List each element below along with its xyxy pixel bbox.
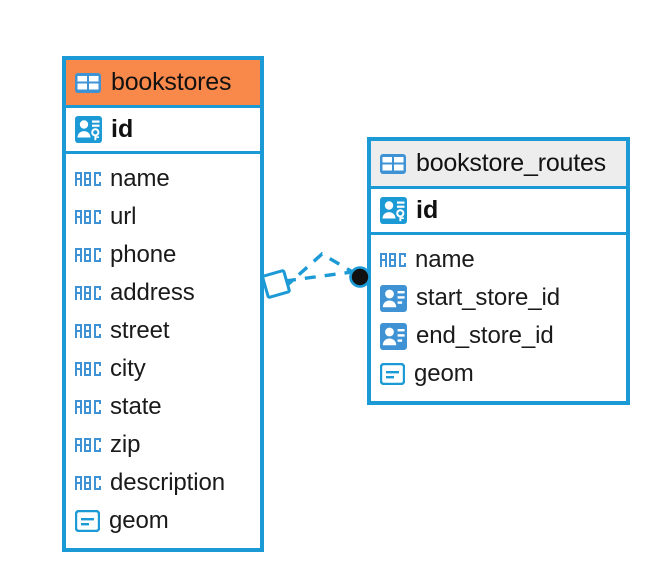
field-label: name [415, 246, 475, 273]
field-row-geom[interactable]: geom [380, 355, 617, 393]
relationship-line-upper [282, 251, 357, 290]
field-label: url [110, 203, 137, 230]
field-label: city [110, 355, 146, 382]
abc-text-icon [75, 400, 101, 414]
diamond-marker [261, 269, 291, 299]
field-row-primary-key[interactable]: id [371, 189, 626, 235]
field-row-geom[interactable]: geom [75, 502, 251, 540]
field-row-address[interactable]: address [75, 274, 251, 312]
field-label: geom [109, 507, 169, 534]
field-label: end_store_id [416, 322, 554, 349]
geometry-icon [75, 510, 100, 532]
abc-text-icon [75, 210, 101, 224]
field-row-state[interactable]: state [75, 388, 251, 426]
field-label: description [110, 469, 225, 496]
field-row-city[interactable]: city [75, 350, 251, 388]
abc-text-icon [75, 172, 101, 186]
abc-text-icon [75, 286, 101, 300]
table-grid-icon [380, 153, 406, 174]
entity-table-bookstores[interactable]: bookstores id [62, 56, 264, 552]
entity-table-bookstore-routes[interactable]: bookstore_routes id [367, 137, 630, 405]
primary-key-icon [75, 116, 102, 143]
field-label: zip [110, 431, 141, 458]
field-row-url[interactable]: url [75, 198, 251, 236]
field-label: street [110, 317, 170, 344]
field-label: name [110, 165, 170, 192]
abc-text-icon [380, 253, 406, 267]
field-row-name[interactable]: name [75, 160, 251, 198]
field-label: state [110, 393, 162, 420]
entity-title: bookstore_routes [416, 149, 606, 177]
entity-title: bookstores [111, 68, 232, 96]
field-row-name[interactable]: name [380, 241, 617, 279]
field-row-zip[interactable]: zip [75, 426, 251, 464]
field-list-bookstores: name url [66, 154, 260, 548]
field-row-primary-key[interactable]: id [66, 108, 260, 154]
field-label: start_store_id [416, 284, 561, 311]
abc-text-icon [75, 362, 101, 376]
field-row-end-store-id[interactable]: end_store_id [380, 317, 617, 355]
field-label: address [110, 279, 195, 306]
field-label-id: id [416, 196, 439, 224]
entity-header-bookstore-routes[interactable]: bookstore_routes [371, 141, 626, 189]
relationship-line-lower [284, 270, 353, 283]
abc-text-icon [75, 438, 101, 452]
abc-text-icon [75, 324, 101, 338]
foreign-key-icon [380, 322, 407, 350]
field-label: phone [110, 241, 177, 268]
table-grid-icon [75, 72, 101, 93]
field-row-phone[interactable]: phone [75, 236, 251, 274]
field-label: geom [414, 360, 474, 387]
field-label-id: id [111, 115, 134, 143]
foreign-key-icon [380, 284, 407, 312]
abc-text-icon [75, 476, 101, 490]
primary-key-icon [380, 197, 407, 224]
abc-text-icon [75, 248, 101, 262]
field-row-street[interactable]: street [75, 312, 251, 350]
entity-header-bookstores[interactable]: bookstores [66, 60, 260, 108]
geometry-icon [380, 363, 405, 385]
field-list-bookstore-routes: name start_store_id [371, 235, 626, 401]
field-row-start-store-id[interactable]: start_store_id [380, 279, 617, 317]
field-row-description[interactable]: description [75, 464, 251, 502]
